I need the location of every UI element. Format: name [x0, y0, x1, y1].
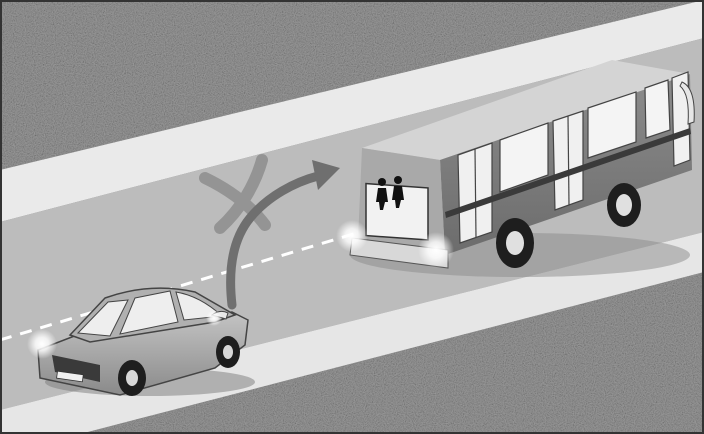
- bus-hazard-light-left: [336, 220, 368, 252]
- bus-hazard-light-right: [418, 232, 454, 268]
- car-headlight-glow: [27, 329, 57, 359]
- car-indicator-glow: [206, 310, 222, 326]
